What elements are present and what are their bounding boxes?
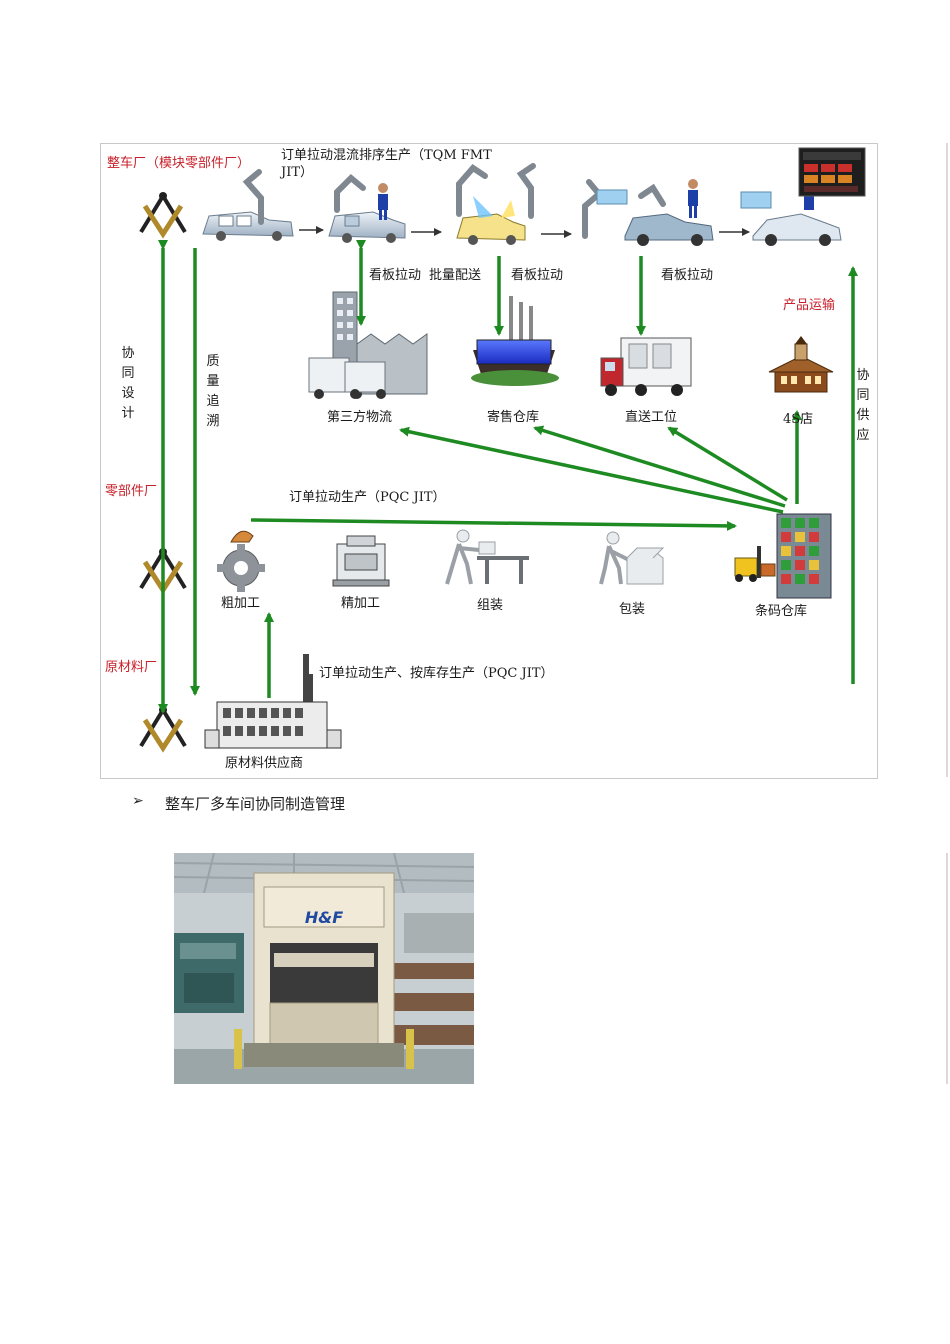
raw-material-factory-label: 原材料厂	[105, 660, 158, 675]
car-icon	[752, 213, 842, 246]
collab-supply-label: 协同供应	[856, 368, 870, 443]
direct-station-label: 直送工位	[625, 410, 678, 425]
car-icon	[624, 213, 714, 246]
title-left-label: 整车厂（模块零部件厂）	[107, 156, 251, 171]
kanban-label-2: 看板拉动	[511, 268, 564, 283]
robot-arm-icon	[456, 163, 536, 219]
order-pull-stock-label: 订单拉动生产、按库存生产（PQC JIT）	[319, 666, 554, 681]
batch-delivery-label: 批量配送	[429, 268, 482, 283]
title-center-label: 订单拉动混流排序生产（TQM FMT JIT）	[281, 148, 492, 180]
worker-icon	[378, 183, 388, 220]
barcode-warehouse-icon	[734, 513, 832, 599]
shop-4s-label: 4S店	[783, 412, 814, 427]
paint-spray-icon	[501, 200, 515, 218]
bullet-arrow-icon: ➢	[132, 793, 144, 809]
car-body-icon	[328, 211, 406, 243]
worker-icon	[688, 179, 698, 218]
page-edge-line	[946, 143, 948, 777]
page-edge-line	[946, 853, 948, 1084]
car-body-icon	[202, 211, 294, 241]
status-board-icon	[798, 147, 866, 197]
collab-design-label: 协同设计	[121, 346, 135, 421]
gear-icon	[217, 530, 265, 592]
compass-square-icon	[139, 192, 187, 239]
consignment-warehouse-label: 寄售仓库	[487, 410, 540, 425]
photo-logo: H&F	[305, 908, 343, 927]
parts-box-icon	[596, 189, 628, 205]
finish-machining-label: 精加工	[341, 596, 381, 611]
robot-arm-icon	[582, 179, 666, 239]
product-transport-label: 产品运输	[783, 298, 836, 313]
third-party-logistics-label: 第三方物流	[327, 410, 393, 425]
kanban-label-1: 看板拉动	[369, 268, 422, 283]
green-arrows	[158, 240, 858, 714]
raw-supplier-label: 原材料供应商	[225, 756, 304, 771]
barcode-warehouse-label: 条码仓库	[755, 604, 808, 619]
quality-trace-label: 质量追溯	[206, 354, 220, 429]
press-machine-icon	[332, 535, 390, 587]
robot-arm-icon	[242, 169, 264, 225]
car-body-icon	[456, 213, 526, 245]
order-pull-pqc-label: 订单拉动生产（PQC JIT）	[289, 490, 446, 505]
kanban-label-3: 看板拉动	[661, 268, 714, 283]
section-heading: 整车厂多车间协同制造管理	[165, 795, 346, 813]
assembly-label: 组装	[477, 598, 504, 613]
diagram-graphics	[139, 147, 866, 753]
rough-machining-label: 粗加工	[221, 596, 261, 611]
factory-press-photo: H&F	[174, 853, 474, 1084]
raw-material-factory-icon	[204, 654, 342, 749]
supply-chain-diagram: 整车厂（模块零部件厂） 订单拉动混流排序生产（TQM FMT JIT） 看板拉动…	[100, 143, 878, 779]
compass-square-icon	[139, 706, 187, 753]
parts-box-icon	[740, 191, 772, 209]
delivery-truck-icon	[600, 337, 692, 396]
packing-worker-icon	[599, 531, 665, 585]
robot-arm-icon	[334, 173, 366, 213]
paint-spray-icon	[473, 196, 493, 218]
consignment-warehouse-icon	[471, 296, 559, 386]
logistics-building-icon	[308, 291, 428, 399]
packing-label: 包装	[619, 602, 646, 617]
dealer-shop-icon	[768, 336, 834, 393]
assembly-worker-icon	[445, 529, 529, 585]
parts-factory-label: 零部件厂	[105, 484, 158, 499]
